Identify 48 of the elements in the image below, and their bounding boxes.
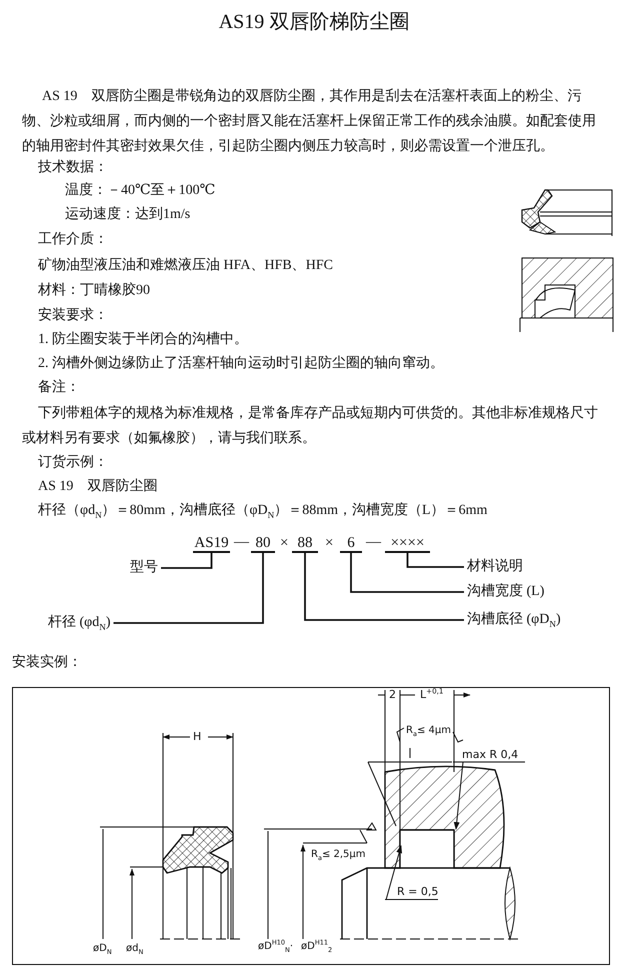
code-segment: ×××× [385, 535, 430, 553]
leader-line [454, 762, 464, 830]
dimension-label: H [193, 730, 202, 744]
text-line: 材料：丁晴橡胶90 [38, 281, 150, 300]
code-separator: × [325, 534, 334, 553]
leader-line [406, 553, 464, 568]
dimension-label: øD$^{H10}$$_{N}$· [258, 940, 294, 954]
code-segment: 88 [292, 535, 318, 553]
code-field-label: 材料说明 [467, 558, 523, 576]
code-segment: 80 [251, 535, 275, 553]
section-heading: 安装要求： [38, 306, 108, 325]
code-separator: × [280, 534, 288, 553]
surface-roughness-label: R$_{a}$≤ 2,5µm [311, 848, 366, 862]
text-line: 温度：－40℃至＋100℃ [65, 181, 216, 200]
dimension-label: øD$_{N}$ [93, 942, 112, 956]
code-field-label: 杆径 (φd$_{N}$) [48, 614, 110, 632]
text-line: 运动速度：达到1m/s [65, 205, 190, 224]
code-segment: AS19 [193, 535, 230, 553]
radius-note: max R 0,4 [462, 748, 518, 762]
leader-line [386, 845, 402, 900]
leader-line [304, 553, 464, 621]
dimension-label: 2 [389, 688, 396, 702]
radius-note: R = 0,5 [385, 885, 438, 900]
text-line: 1. 防尘圈安装于半闭合的沟槽中。 [38, 330, 248, 349]
section-heading: 备注： [38, 378, 80, 397]
body-paragraph: AS 19 双唇防尘圈是带锐角边的双唇防尘圈，其作用是刮去在活塞杆表面上的粉尘、污物、沙粒或细屑，而内侧的一个密封唇又能在活塞杆上保留正常工作的残余油膜。如配套使用的轴用密封件其密封效果欠佳，引起防尘圈内侧压力较高时，则必需设置一个泄压孔。 [22, 87, 597, 156]
section-heading: 技术数据： [38, 158, 108, 177]
section-heading: 订货示例： [38, 454, 108, 472]
surface-roughness-label: R$_{a}$≤ 4µm [406, 724, 451, 738]
code-field-label: 沟槽底径 (φD$_{N}$) [467, 611, 561, 629]
code-segment: 6 [340, 535, 362, 553]
leader-line [114, 553, 264, 624]
text-line: 杆径（φd$_{N}$）＝80mm，沟槽底径（φD$_{N}$）＝88mm，沟槽宽度（L）＝6mm [38, 501, 488, 521]
leader-line [350, 553, 464, 593]
text-line: 矿物油型液压油和难燃液压油 HFA、HFB、HFC [38, 256, 333, 275]
text-line: 2. 沟槽外侧边缘防止了活塞杆轴向运动时引起防尘圈的轴向窜动。 [38, 354, 444, 373]
section-heading: 工作介质： [38, 230, 108, 249]
text-line: AS 19 双唇防尘圈 [38, 478, 158, 496]
code-field-label: 沟槽宽度 (L) [467, 583, 544, 601]
dimension-label: ød$_{N}$ [126, 942, 144, 956]
code-field-label: 型号 [130, 559, 158, 577]
page-title: AS19 双唇阶梯防尘圈 [218, 10, 410, 35]
dimension-label: L$^{+0,1}$ [420, 688, 444, 702]
leader-line [161, 553, 212, 569]
section-heading: 安装实例： [12, 653, 82, 672]
body-paragraph: 下列带粗体字的规格为标准规格，是常备库存产品或短期内可供货的。其他非标准规格尺寸或材料另有要求（如氟橡胶），请与我们联系。 [22, 404, 599, 448]
code-separator: — [366, 533, 381, 552]
code-separator: — [234, 533, 249, 552]
